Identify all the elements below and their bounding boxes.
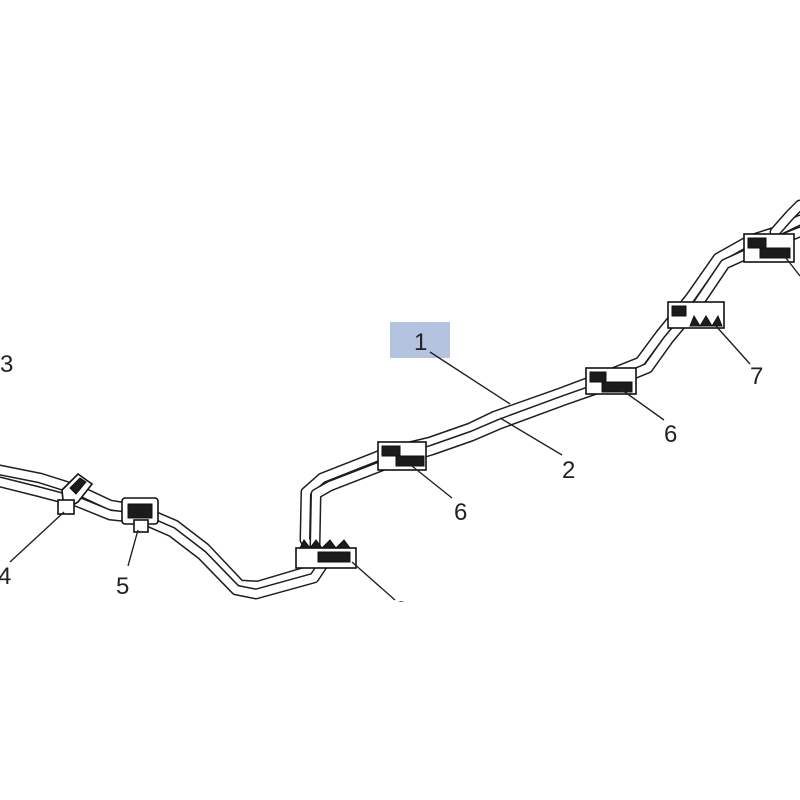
callout-4: 4: [0, 563, 11, 590]
leader-6-middle: [411, 465, 453, 499]
clip-6-lower: [295, 539, 357, 569]
leader-6-upper: [621, 389, 665, 421]
callout-3: 3: [0, 351, 13, 378]
callout-6-middle: 6: [454, 499, 467, 526]
leader-lines: [9, 257, 800, 601]
clip-top-right: [743, 233, 795, 263]
leader-top-right: [785, 257, 800, 277]
callout-6-upper: 6: [664, 421, 677, 448]
callout-2: 2: [562, 457, 575, 484]
callout-1: 1: [414, 329, 427, 356]
leader-2: [499, 417, 563, 456]
tube-line-b: [0, 226, 800, 600]
clip-6-middle: [377, 441, 427, 471]
tube-line-a: [0, 214, 800, 592]
callout-5: 5: [116, 573, 129, 600]
callout-1-highlight: [390, 322, 450, 358]
leader-7: [715, 325, 751, 365]
clip-4: [57, 472, 94, 515]
clip-6-upper: [585, 367, 637, 395]
leader-4: [9, 511, 65, 563]
tube-branch-top-right: [769, 199, 800, 238]
callout-7: 7: [750, 363, 763, 390]
crop-mask: [360, 602, 440, 632]
leader-5: [127, 529, 139, 567]
clip-5: [121, 497, 159, 533]
clip-7: [667, 301, 725, 329]
tube-assembly: [0, 199, 800, 600]
leader-1: [429, 351, 511, 405]
leader-6-lower: [351, 561, 396, 601]
